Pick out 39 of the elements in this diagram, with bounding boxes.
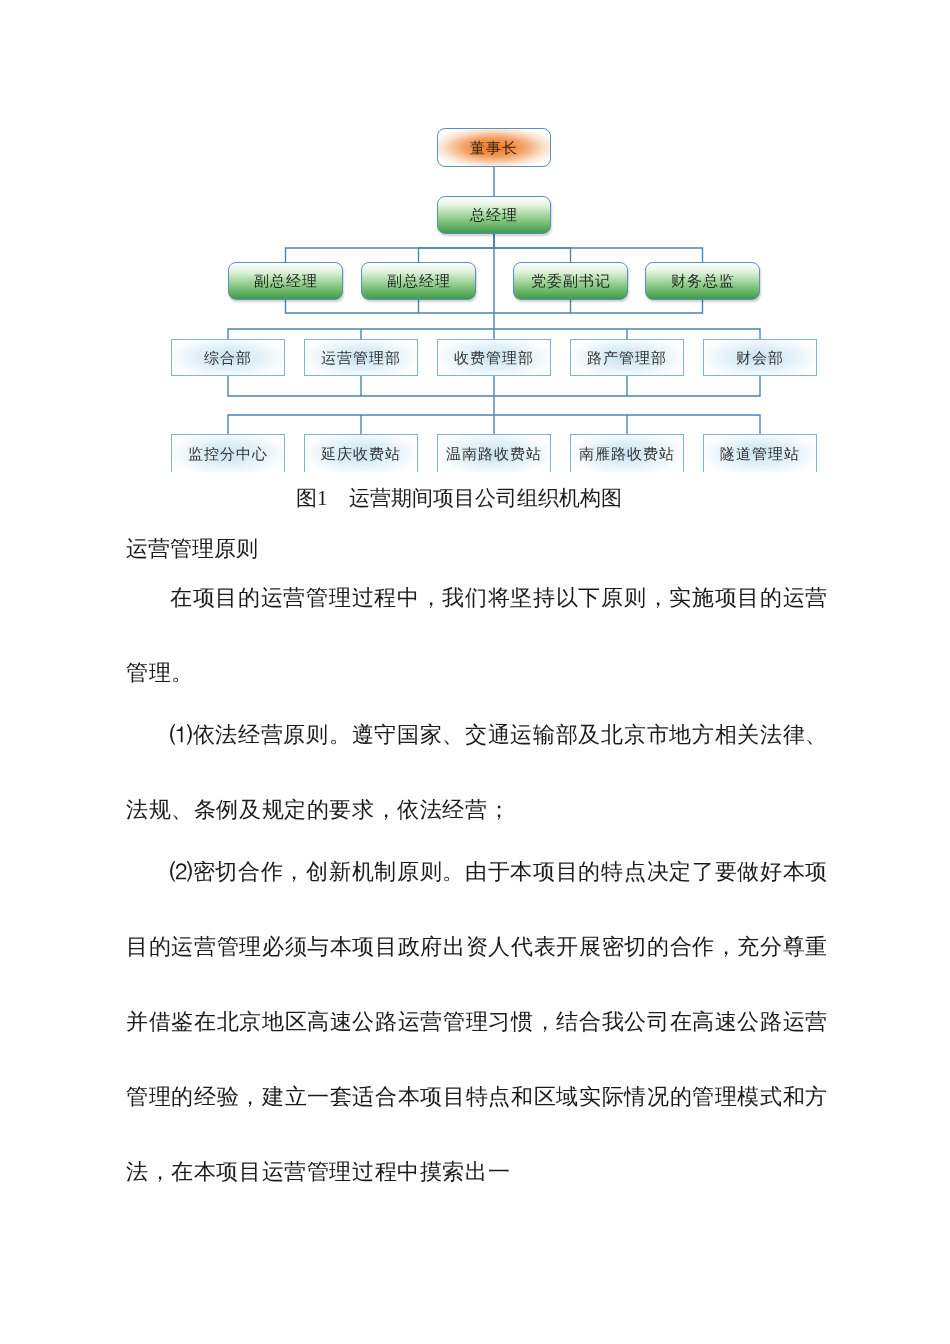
position-label: 财务总监 bbox=[670, 272, 735, 290]
org-chart-box bbox=[570, 339, 684, 376]
org-chart-box bbox=[513, 262, 628, 300]
org-chart-box bbox=[304, 434, 418, 472]
org-chart-box bbox=[645, 262, 760, 300]
position-label: 延庆收费站 bbox=[321, 444, 401, 463]
org-chart-box bbox=[361, 262, 476, 300]
position-label: 总经理 bbox=[470, 206, 518, 224]
position-label: 南雁路收费站 bbox=[579, 444, 675, 463]
connector-line bbox=[227, 375, 761, 435]
position-label: 温南路收费站 bbox=[446, 444, 542, 463]
position-label: 隧道管理站 bbox=[720, 444, 800, 463]
position-label: 监控分中心 bbox=[188, 444, 268, 463]
section-heading: 运营管理原则 bbox=[126, 535, 258, 563]
figure-caption: 图1 运营期间项目公司组织机构图 bbox=[296, 485, 622, 512]
org-chart-box bbox=[228, 262, 343, 300]
body-paragraph: 在项目的运营管理过程中，我们将坚持以下原则，实施项目的运营管理。 bbox=[126, 584, 828, 687]
org-chart-box bbox=[570, 434, 684, 472]
org-chart-box bbox=[437, 339, 551, 376]
org-chart-box bbox=[437, 128, 551, 167]
body-paragraph: ⑴依法经营原则。遵守国家、交通运输部及北京市地方相关法律、法规、条例及规定的要求，依法经营； bbox=[126, 721, 828, 824]
org-chart-box bbox=[171, 434, 285, 472]
position-label: 副总经理 bbox=[253, 272, 318, 290]
position-label: 运营管理部 bbox=[321, 348, 401, 367]
org-chart-box bbox=[304, 339, 418, 376]
position-label: 路产管理部 bbox=[587, 348, 667, 367]
position-label: 收费管理部 bbox=[454, 348, 534, 367]
org-chart-box bbox=[437, 196, 551, 234]
position-label: 董事长 bbox=[470, 138, 518, 157]
org-chart-box bbox=[437, 434, 551, 472]
position-label: 党委副书记 bbox=[530, 272, 611, 290]
body-paragraph: ⑵密切合作，创新机制原则。由于本项目的特点决定了要做好本项目的运营管理必须与本项目政府出资人代表开展密切的合作，充分尊重并借鉴在北京地区高速公路运营管理习惯，结合我公司在高速公路运营管理的经验，建立一套适合本项目特点和区域实际情况的管理模式和方法，在本项目运营管理过程中摸索出一 bbox=[126, 858, 828, 1186]
position-label: 综合部 bbox=[204, 348, 252, 367]
org-chart-box bbox=[703, 434, 817, 472]
position-label: 财会部 bbox=[736, 348, 784, 367]
org-chart-box bbox=[171, 339, 285, 376]
position-label: 副总经理 bbox=[386, 272, 451, 290]
connector-line bbox=[493, 166, 495, 197]
org-chart-box bbox=[703, 339, 817, 376]
